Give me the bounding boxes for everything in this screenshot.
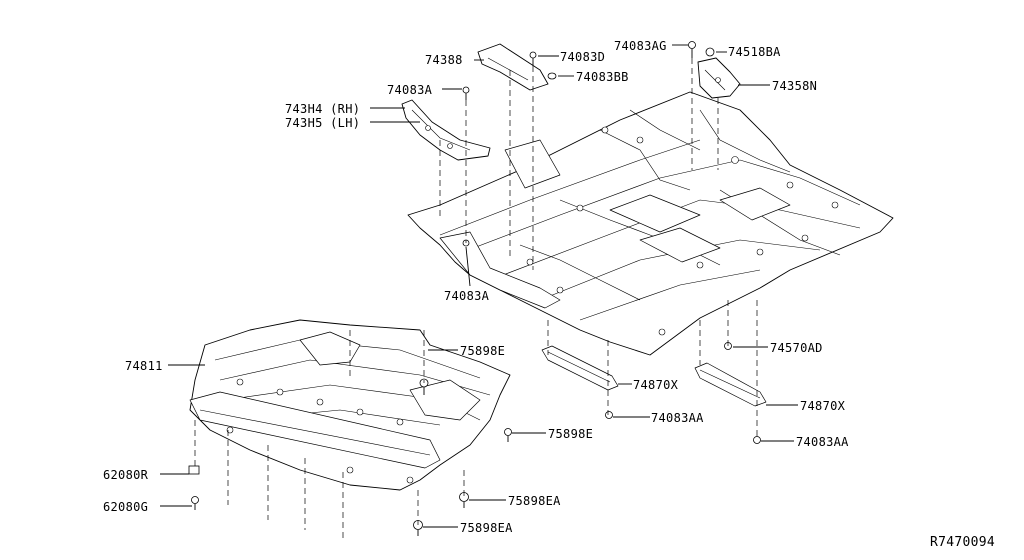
label-743h5: 743H5 (LH): [285, 116, 360, 130]
label-75898e-top: 75898E: [460, 344, 505, 358]
label-75898e-bottom: 75898E: [548, 427, 593, 441]
bracket-74388: [477, 43, 549, 91]
member-74870x-left: [541, 345, 619, 391]
callout-labels: 74388 74083D 74083AG 74518BA 74083BB 743…: [103, 39, 995, 550]
label-74870x-left: 74870X: [633, 378, 679, 392]
label-74083ag: 74083AG: [614, 39, 667, 53]
bracket-743h4-743h5: [401, 99, 491, 161]
label-74811: 74811: [125, 359, 163, 373]
assembly-dash-lines: [194, 58, 758, 540]
label-74358n: 74358N: [772, 79, 817, 93]
bracket-74358n: [697, 57, 741, 99]
under-cover-74811: [189, 319, 511, 491]
label-62080r: 62080R: [103, 468, 149, 482]
member-74870x-right: [694, 362, 767, 407]
label-743h4: 743H4 (RH): [285, 102, 360, 116]
floor-panel: [407, 91, 894, 356]
floor-side-rail: [439, 231, 561, 309]
label-74083bb: 74083BB: [576, 70, 629, 84]
fasteners: [188, 41, 761, 536]
label-74388: 74388: [425, 53, 463, 67]
label-74518ba: 74518BA: [728, 45, 781, 59]
label-74083aa-right: 74083AA: [796, 435, 849, 449]
diagram-id: R7470094: [930, 535, 995, 550]
label-74570ad: 74570AD: [770, 341, 823, 355]
label-74870x-right: 74870X: [800, 399, 846, 413]
label-74083a-top: 74083A: [387, 83, 433, 97]
label-74083aa-left: 74083AA: [651, 411, 704, 425]
label-62080g: 62080G: [103, 500, 148, 514]
label-75898ea-bottom: 75898EA: [460, 521, 513, 535]
label-74083a-bottom: 74083A: [444, 289, 490, 303]
label-74083d: 74083D: [560, 50, 605, 64]
label-75898ea-top: 75898EA: [508, 494, 561, 508]
leader-lines: [160, 44, 798, 528]
